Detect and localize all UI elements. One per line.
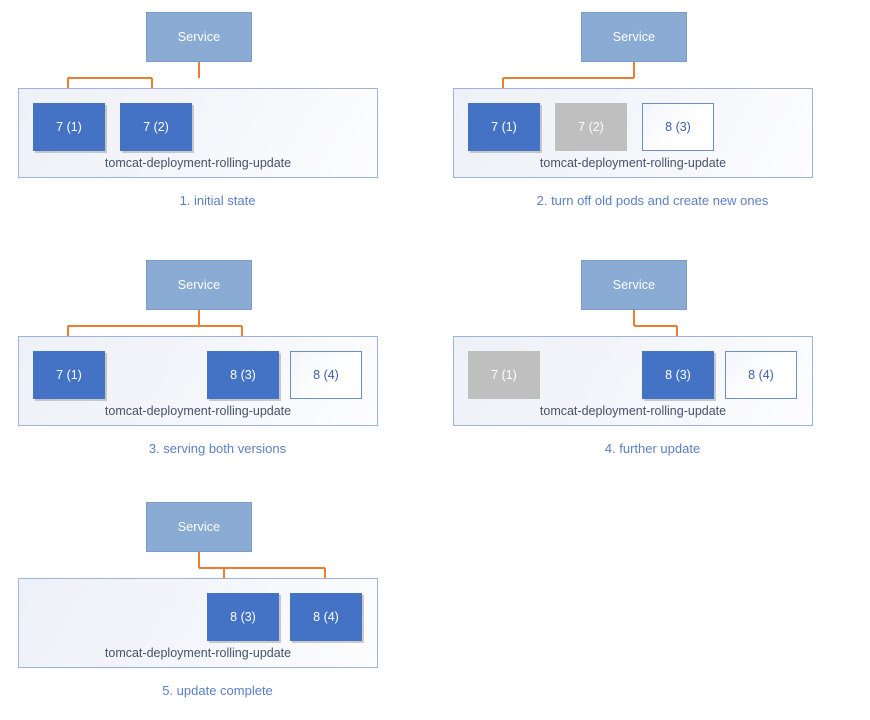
service-box[interactable]: Service: [146, 260, 252, 310]
panel-serving-both-versions: Service 7 (1) 8 (3) 8 (4) tomcat-deploym…: [0, 248, 435, 478]
pod-box[interactable]: 8 (3): [642, 351, 714, 399]
panel-caption: 3. serving both versions: [148, 441, 287, 456]
pod-label: 8 (3): [665, 368, 691, 382]
panel-further-update: Service 7 (1) 8 (3) 8 (4) tomcat-deploym…: [435, 248, 870, 478]
service-box[interactable]: Service: [146, 12, 252, 62]
pod-label: 8 (4): [313, 610, 339, 624]
panel-caption: 4. further update: [604, 441, 701, 456]
pod-label: 8 (3): [230, 368, 256, 382]
service-box[interactable]: Service: [581, 260, 687, 310]
pod-label: 7 (1): [56, 368, 82, 382]
pod-box[interactable]: 8 (3): [207, 351, 279, 399]
service-label: Service: [177, 520, 221, 534]
service-label: Service: [612, 278, 656, 292]
pod-label: 7 (1): [491, 368, 517, 382]
pod-label: 7 (2): [578, 120, 604, 134]
deployment-container: 7 (1) 8 (3) 8 (4) tomcat-deployment-roll…: [18, 336, 378, 426]
pod-box[interactable]: 7 (2): [120, 103, 192, 151]
pod-label: 7 (1): [56, 120, 82, 134]
deployment-label: tomcat-deployment-rolling-update: [104, 646, 292, 660]
service-label: Service: [177, 30, 221, 44]
pod-label: 7 (1): [491, 120, 517, 134]
deployment-container: 7 (1) 7 (2) 8 (3) tomcat-deployment-roll…: [453, 88, 813, 178]
deployment-container: 7 (1) 7 (2) tomcat-deployment-rolling-up…: [18, 88, 378, 178]
pod-box[interactable]: 8 (3): [642, 103, 714, 151]
pod-label: 8 (3): [665, 120, 691, 134]
pod-label: 7 (2): [143, 120, 169, 134]
pod-box[interactable]: 8 (4): [290, 351, 362, 399]
deployment-label: tomcat-deployment-rolling-update: [104, 404, 292, 418]
pod-label: 8 (3): [230, 610, 256, 624]
panel-caption: 5. update complete: [162, 683, 273, 698]
service-label: Service: [177, 278, 221, 292]
panel-turn-off-old-pods: Service 7 (1) 7 (2) 8 (3) tomcat-deploym…: [435, 0, 870, 230]
pod-box[interactable]: 7 (1): [468, 103, 540, 151]
panel-caption: 2. turn off old pods and create new ones: [536, 193, 769, 208]
deployment-container: 7 (1) 8 (3) 8 (4) tomcat-deployment-roll…: [453, 336, 813, 426]
deployment-container: 8 (3) 8 (4) tomcat-deployment-rolling-up…: [18, 578, 378, 668]
panel-update-complete: Service 8 (3) 8 (4) tomcat-deployment-ro…: [0, 490, 435, 720]
pod-label: 8 (4): [748, 368, 774, 382]
pod-box[interactable]: 7 (1): [33, 351, 105, 399]
pod-box[interactable]: 7 (1): [33, 103, 105, 151]
deployment-label: tomcat-deployment-rolling-update: [539, 404, 727, 418]
panel-caption: 1. initial state: [179, 193, 256, 208]
service-box[interactable]: Service: [146, 502, 252, 552]
deployment-label: tomcat-deployment-rolling-update: [539, 156, 727, 170]
pod-box[interactable]: 8 (4): [725, 351, 797, 399]
pod-box[interactable]: 7 (1): [468, 351, 540, 399]
deployment-label: tomcat-deployment-rolling-update: [104, 156, 292, 170]
pod-box[interactable]: 7 (2): [555, 103, 627, 151]
panel-initial-state: Service 7 (1) 7 (2) tomcat-deployment-ro…: [0, 0, 435, 230]
pod-box[interactable]: 8 (3): [207, 593, 279, 641]
pod-label: 8 (4): [313, 368, 339, 382]
service-box[interactable]: Service: [581, 12, 687, 62]
pod-box[interactable]: 8 (4): [290, 593, 362, 641]
service-label: Service: [612, 30, 656, 44]
